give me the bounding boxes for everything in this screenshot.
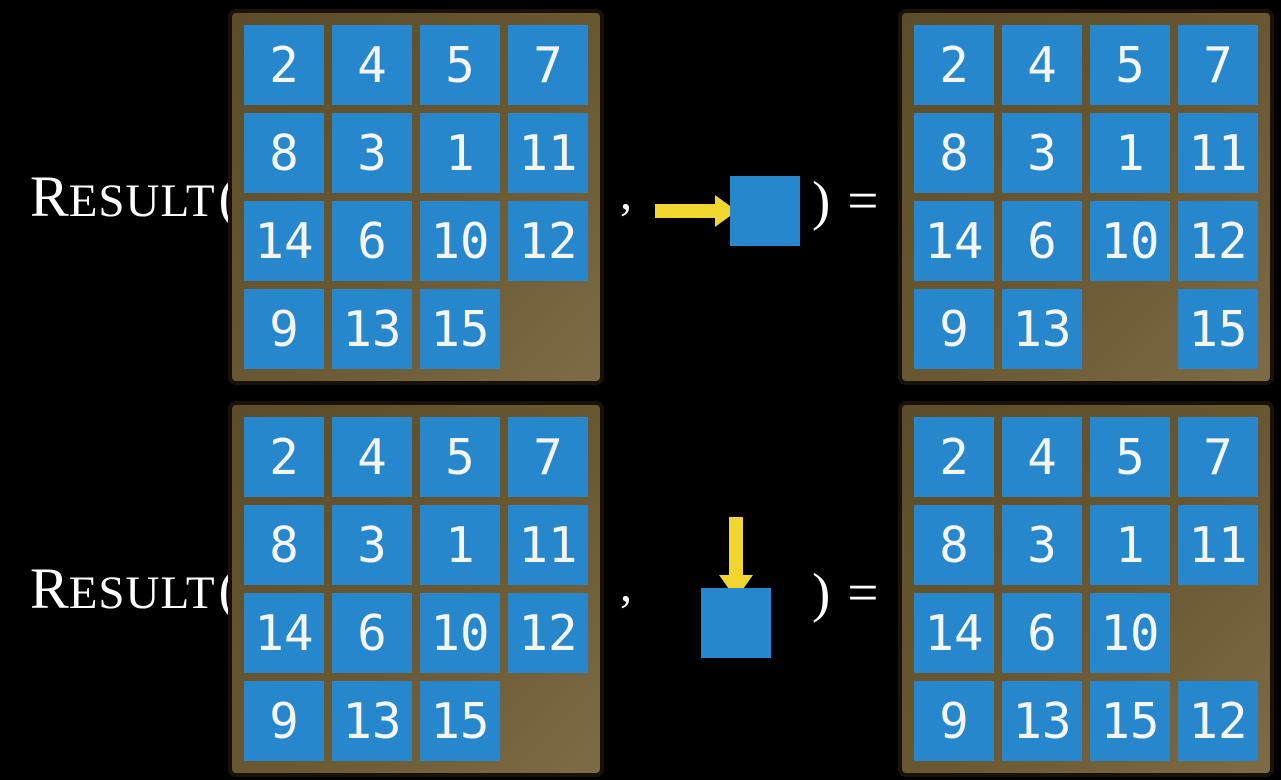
puzzle-tile: 13: [1002, 289, 1082, 369]
puzzle-tile: 5: [1090, 25, 1170, 105]
puzzle-tile: 11: [508, 505, 588, 585]
puzzle-tile: 7: [508, 417, 588, 497]
puzzle-tile: 4: [1002, 417, 1082, 497]
result-function-label: RESULT(: [30, 560, 237, 618]
puzzle-tile: 15: [420, 289, 500, 369]
puzzle-tile: 15: [1178, 289, 1258, 369]
empty-cell: [508, 289, 588, 369]
puzzle-tile: 1: [1090, 113, 1170, 193]
puzzle-tile: 7: [508, 25, 588, 105]
puzzle-tile: 7: [1178, 417, 1258, 497]
function-name-initial: R: [30, 164, 69, 229]
puzzle-tile: 10: [420, 593, 500, 673]
puzzle-tile: 14: [914, 593, 994, 673]
puzzle-tile: 2: [244, 25, 324, 105]
puzzle-tile: 13: [332, 289, 412, 369]
move-down-action-icon: [701, 517, 771, 659]
puzzle-tile: 12: [508, 201, 588, 281]
puzzle-tile: 12: [1178, 681, 1258, 761]
puzzle-tile: 2: [914, 25, 994, 105]
puzzle-tile: 6: [332, 201, 412, 281]
puzzle-tile: 3: [1002, 113, 1082, 193]
puzzle-tile: 13: [1002, 681, 1082, 761]
comma-separator: ,: [620, 559, 632, 612]
puzzle-tile: 10: [1090, 593, 1170, 673]
empty-cell: [1178, 593, 1258, 673]
puzzle-tile: 2: [914, 417, 994, 497]
tile-square-icon: [730, 176, 800, 246]
close-paren: ): [812, 170, 831, 231]
puzzle-tile: 14: [914, 201, 994, 281]
function-name-rest: ESULT: [68, 175, 216, 227]
puzzle-tile: 15: [420, 681, 500, 761]
puzzle-tile: 14: [244, 593, 324, 673]
puzzle-tile: 12: [1178, 201, 1258, 281]
puzzle-tile: 4: [332, 25, 412, 105]
puzzle-tile: 7: [1178, 25, 1258, 105]
down-arrow-icon: [719, 517, 753, 599]
result-function-label: RESULT(: [30, 168, 237, 226]
puzzle-tile: 2: [244, 417, 324, 497]
puzzle-tile: 15: [1090, 681, 1170, 761]
puzzle-tile: 14: [244, 201, 324, 281]
function-name-initial: R: [30, 556, 69, 621]
puzzle-tile: 1: [1090, 505, 1170, 585]
puzzle-tile: 6: [1002, 201, 1082, 281]
puzzle-tile: 8: [914, 505, 994, 585]
puzzle-tile: 3: [332, 505, 412, 585]
puzzle-tile: 3: [332, 113, 412, 193]
puzzle-tile: 12: [508, 593, 588, 673]
equals-sign: =: [847, 170, 879, 231]
puzzle-tile: 9: [914, 681, 994, 761]
comma-separator: ,: [620, 167, 632, 220]
puzzle-tile: 13: [332, 681, 412, 761]
puzzle-tile: 6: [332, 593, 412, 673]
puzzle-tile: 10: [1090, 201, 1170, 281]
tile-square-icon: [701, 588, 771, 658]
puzzle-tile: 5: [420, 25, 500, 105]
equals-sign: =: [847, 562, 879, 623]
puzzle-tile: 8: [914, 113, 994, 193]
puzzle-tile: 9: [244, 289, 324, 369]
close-paren-equals: )=: [812, 173, 878, 228]
puzzle-tile: 8: [244, 505, 324, 585]
puzzle-tile: 1: [420, 113, 500, 193]
right-arrow-icon: [655, 195, 737, 227]
puzzle-tile: 5: [420, 417, 500, 497]
puzzle-tile: 11: [1178, 505, 1258, 585]
close-paren-equals: )=: [812, 565, 878, 620]
empty-cell: [1090, 289, 1170, 369]
puzzle-tile: 4: [332, 417, 412, 497]
move-right-action-icon: [655, 176, 800, 246]
close-paren: ): [812, 562, 831, 623]
puzzle-tile: 9: [244, 681, 324, 761]
function-name-rest: ESULT: [68, 567, 216, 619]
puzzle-tile: 6: [1002, 593, 1082, 673]
puzzle-tile: 11: [508, 113, 588, 193]
puzzle-tile: 4: [1002, 25, 1082, 105]
puzzle-tile: 10: [420, 201, 500, 281]
puzzle-tile: 8: [244, 113, 324, 193]
puzzle-tile: 1: [420, 505, 500, 585]
puzzle-tile: 11: [1178, 113, 1258, 193]
puzzle-tile: 5: [1090, 417, 1170, 497]
puzzle-tile: 3: [1002, 505, 1082, 585]
empty-cell: [508, 681, 588, 761]
puzzle-tile: 9: [914, 289, 994, 369]
